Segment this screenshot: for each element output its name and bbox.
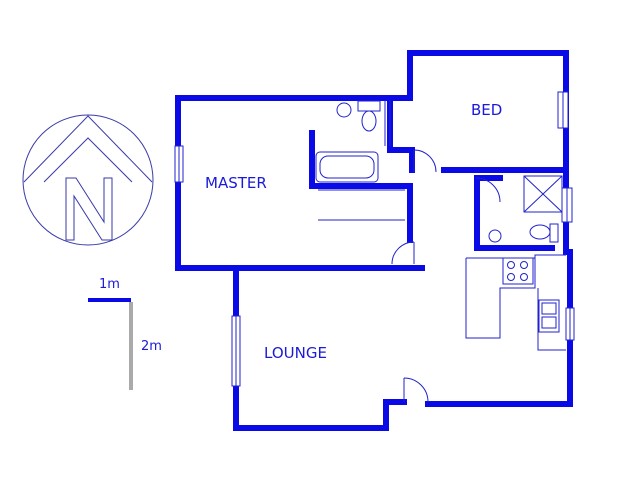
stove-icon — [502, 257, 534, 285]
room-label-bed: BED — [471, 101, 502, 119]
sink-icon — [538, 299, 560, 333]
toilet-icon — [357, 100, 381, 112]
scale-label-2m: 2m — [141, 339, 162, 354]
basin-icon — [336, 102, 352, 118]
room-label-master: MASTER — [205, 174, 267, 192]
toilet-icon-2 — [529, 224, 551, 240]
basin-icon-2 — [488, 229, 502, 243]
interior-lines — [318, 100, 566, 351]
scale-bar: 1m 2m — [88, 277, 162, 390]
doors — [391, 149, 501, 403]
scale-label-1m: 1m — [99, 277, 120, 292]
room-label-lounge: LOUNGE — [264, 344, 327, 362]
compass-north-icon — [22, 114, 154, 246]
windows — [174, 91, 575, 387]
bathtub-icon — [315, 151, 379, 183]
fixtures — [315, 100, 563, 333]
